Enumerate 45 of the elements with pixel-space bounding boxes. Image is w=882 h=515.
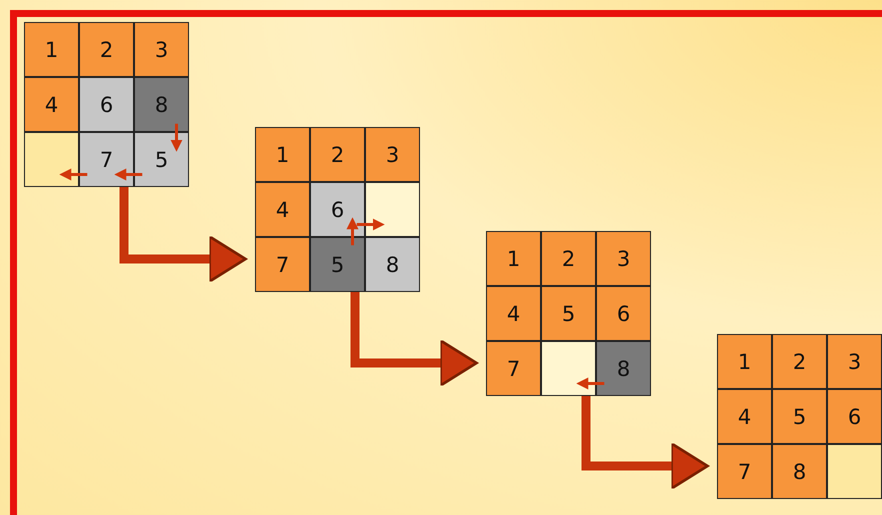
arrow: [346, 217, 358, 246]
number-tile: 1: [255, 127, 310, 182]
arrow: [120, 187, 247, 283]
number-tile: 3: [134, 22, 189, 77]
number-tile: 6: [596, 286, 651, 341]
arrow: [356, 218, 385, 230]
number-tile: 1: [24, 22, 79, 77]
arrow: [350, 292, 478, 387]
puzzle-grid: [255, 127, 420, 292]
number-tile: 2: [79, 22, 134, 77]
number-tile: 5: [541, 286, 596, 341]
arrow: [114, 168, 142, 180]
number-tile: 7: [255, 237, 310, 292]
number-tile: 6: [827, 389, 882, 444]
number-tile: 6: [79, 77, 134, 132]
number-tile: 7: [486, 341, 541, 396]
number-tile: 4: [24, 77, 79, 132]
number-tile: 8: [134, 77, 189, 132]
arrow: [576, 378, 604, 390]
number-tile: 2: [541, 231, 596, 286]
puzzle-grid: [717, 334, 882, 499]
arrow: [582, 396, 709, 490]
number-tile: 2: [310, 127, 365, 182]
number-tile: 8: [365, 237, 420, 292]
number-tile: 8: [596, 341, 651, 396]
number-tile: 2: [772, 334, 827, 389]
number-tile: 1: [486, 231, 541, 286]
number-tile: 4: [255, 182, 310, 237]
number-tile: 4: [717, 389, 772, 444]
puzzle-grid: [24, 22, 189, 187]
number-tile: 3: [827, 334, 882, 389]
puzzle-grid: [486, 231, 651, 396]
number-tile: 5: [310, 237, 365, 292]
number-tile: 5: [772, 389, 827, 444]
number-tile: 3: [365, 127, 420, 182]
number-tile: 4: [486, 286, 541, 341]
number-tile: 7: [717, 444, 772, 499]
number-tile: 7: [79, 132, 134, 187]
number-tile: 8: [772, 444, 827, 499]
number-tile: 6: [310, 182, 365, 237]
number-tile: 5: [134, 132, 189, 187]
number-tile: 3: [596, 231, 651, 286]
number-tile: 1: [717, 334, 772, 389]
arrow: [170, 124, 182, 152]
arrow: [59, 168, 88, 180]
